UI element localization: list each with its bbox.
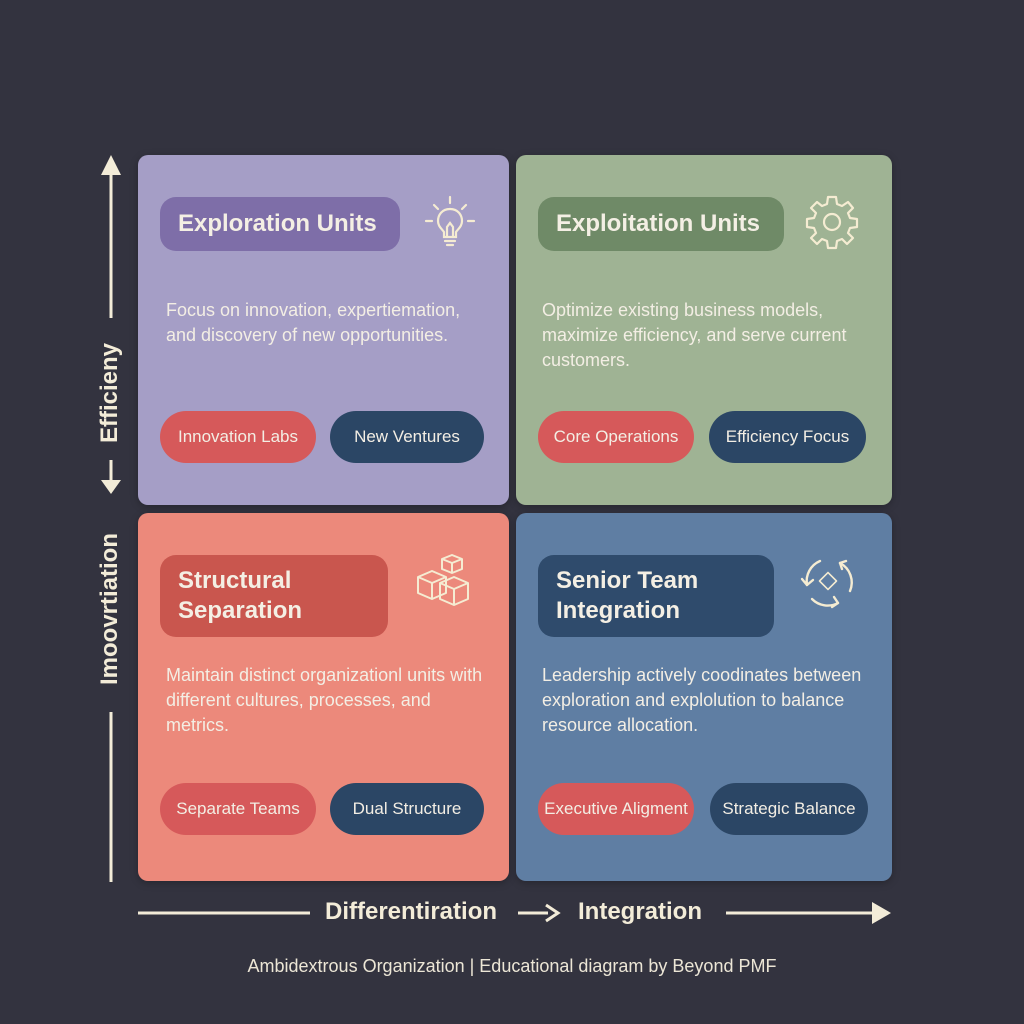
quadrant-description: Leadership actively coodinates between e… (542, 665, 862, 735)
cycle-arrows-icon (800, 559, 853, 609)
quadrant-title: Structural Separation (160, 555, 388, 637)
x-axis-label-right: Integration (578, 898, 702, 925)
tag-core-operations: Core Operations (538, 411, 694, 463)
lightbulb-icon (424, 195, 476, 247)
x-axis-right-arrowhead (872, 902, 891, 924)
tag-new-ventures: New Ventures (330, 411, 484, 463)
quadrant-structural-separation: Structural Separation Maintain distinct … (138, 513, 509, 881)
tag-separate-teams: Separate Teams (160, 783, 316, 835)
gear-icon (805, 195, 859, 250)
quadrant-title: Exploration Units (160, 197, 400, 251)
y-axis-down-arrowhead (101, 480, 121, 494)
y-axis-label-top: Efficieny (96, 342, 123, 444)
quadrant-senior-team-integration: Senior Team Integration Leadership activ… (516, 513, 892, 881)
tag-dual-structure: Dual Structure (330, 783, 484, 835)
caption: Ambidextrous Organization | Educational … (247, 956, 777, 976)
quadrant-exploitation-units: Exploitation Units Optimize existing bus… (516, 155, 892, 505)
tag-innovation-labs: Innovation Labs (160, 411, 316, 463)
quadrant-title: Exploitation Units (538, 197, 784, 251)
quadrant-title: Senior Team Integration (538, 555, 774, 637)
quadrant-exploration-units: Exploration Units Focus on innovation, e… (138, 155, 509, 505)
boxes-icon (417, 554, 469, 606)
x-axis-label-left: Differentiration (325, 898, 498, 925)
quadrant-description: Optimize existing business models, maxim… (542, 300, 847, 370)
tag-efficiency-focus: Efficiency Focus (709, 411, 866, 463)
y-axis-up-arrowhead (101, 155, 121, 175)
x-axis-mid-arrowhead (545, 903, 561, 923)
tag-executive-alignment: Executive Aligment (538, 783, 694, 835)
tag-strategic-balance: Strategic Balance (710, 783, 868, 835)
y-axis-label-bottom: Imoovrtiation (96, 532, 123, 686)
quadrant-description: Maintain distinct organizationl units wi… (166, 665, 483, 735)
quadrant-description: Focus on innovation, expertiemation, and… (166, 300, 461, 345)
